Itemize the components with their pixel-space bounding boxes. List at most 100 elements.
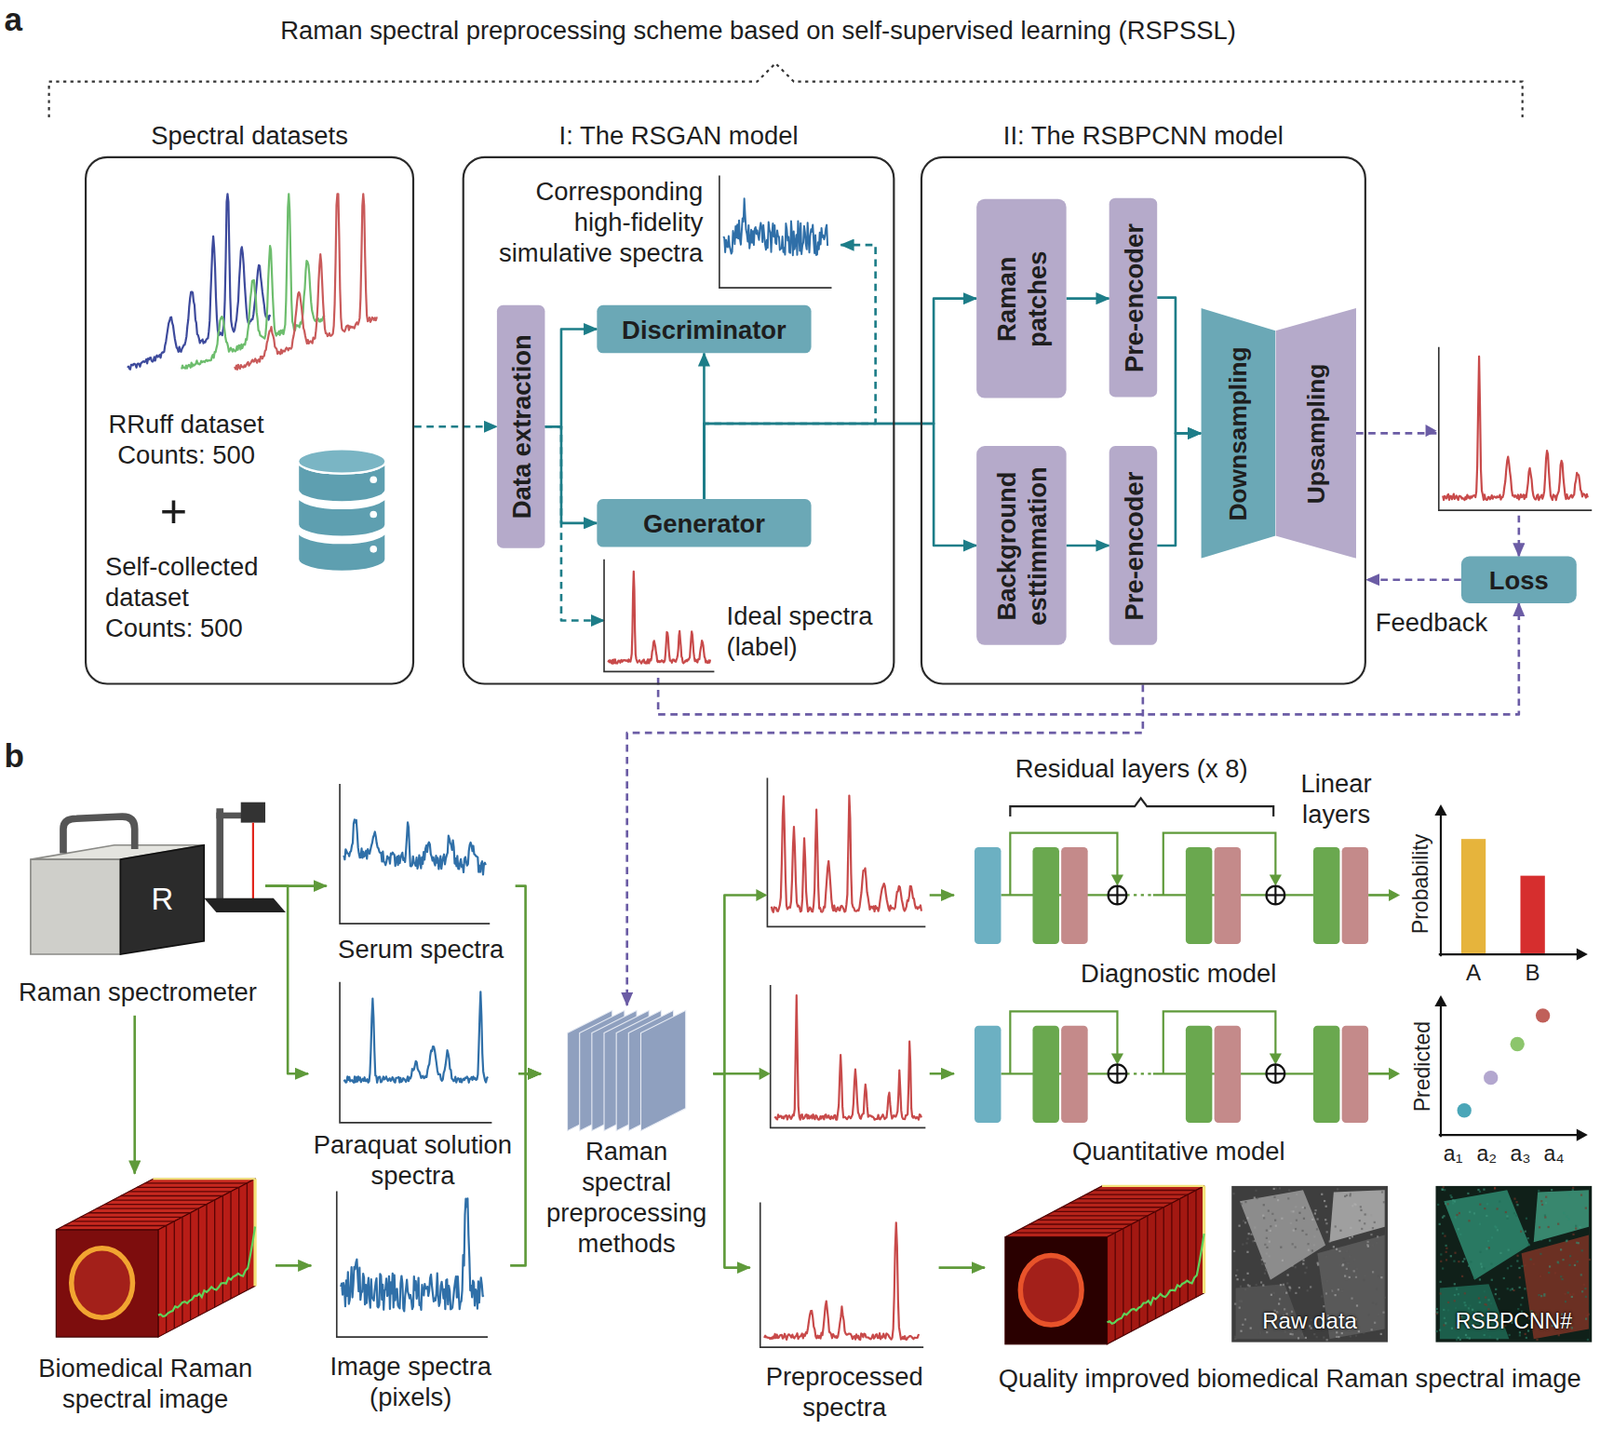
pixel-noise bbox=[1345, 1250, 1348, 1252]
pixel-noise bbox=[1524, 1263, 1527, 1266]
pixel-noise bbox=[1437, 1203, 1439, 1206]
spectrum-line bbox=[343, 819, 485, 874]
pixel-noise bbox=[1480, 1265, 1483, 1268]
pixel-noise bbox=[1543, 1294, 1546, 1297]
pixel-noise bbox=[1439, 1260, 1442, 1263]
pixel-noise bbox=[1466, 1192, 1469, 1195]
pixel-noise bbox=[1291, 1210, 1294, 1212]
process-box: Raman patches bbox=[976, 199, 1066, 399]
pixel-noise bbox=[1373, 1221, 1376, 1224]
pixel-noise bbox=[1562, 1211, 1565, 1214]
pixel-noise bbox=[1279, 1283, 1282, 1286]
connector bbox=[544, 329, 597, 428]
pixel-noise bbox=[1311, 1218, 1314, 1221]
pixel-noise bbox=[1288, 1188, 1291, 1191]
node-label: Diagnostic model bbox=[954, 956, 1403, 988]
cube-slice bbox=[104, 1203, 207, 1205]
pixel-noise bbox=[1251, 1239, 1254, 1242]
pixel-noise bbox=[1246, 1272, 1249, 1275]
node-label: Preprocessed spectra bbox=[750, 1359, 940, 1422]
activation-layer bbox=[1342, 847, 1370, 944]
node-label: Discriminator bbox=[621, 313, 787, 345]
connector bbox=[265, 886, 309, 1075]
pixel-noise bbox=[1383, 1200, 1385, 1203]
connector bbox=[627, 685, 1143, 1006]
net-link bbox=[1126, 1072, 1154, 1075]
pixel-noise bbox=[1375, 1287, 1378, 1290]
cell-ring bbox=[1020, 1254, 1082, 1325]
node-label: Raman spectrometer bbox=[10, 976, 266, 1008]
cube-slice bbox=[189, 1212, 191, 1320]
node-label: Self-collected dataset Counts: 500 bbox=[105, 551, 274, 644]
activation-layer bbox=[1214, 847, 1242, 944]
pixel-noise bbox=[1268, 1254, 1271, 1257]
database-light bbox=[369, 545, 377, 553]
pixel-noise bbox=[1306, 1289, 1309, 1291]
spectrum-line bbox=[340, 1197, 484, 1311]
pixel-noise bbox=[1370, 1233, 1372, 1236]
pixel-noise bbox=[1320, 1193, 1323, 1196]
pixel-noise bbox=[1274, 1219, 1277, 1222]
pixel-noise bbox=[1449, 1194, 1452, 1197]
pixel-noise bbox=[1244, 1221, 1247, 1224]
bracket bbox=[1009, 797, 1274, 817]
panel-letter: b bbox=[3, 737, 24, 777]
chart-axis bbox=[1439, 1005, 1442, 1137]
panel-heading: II: The RSBPCNN model bbox=[922, 119, 1365, 150]
pixel-noise bbox=[1297, 1336, 1300, 1339]
plot-axes bbox=[760, 1201, 924, 1347]
node-label: Upsampling bbox=[1301, 363, 1332, 504]
pixel-noise bbox=[1441, 1266, 1444, 1269]
model-node: Quantitative model bbox=[954, 1015, 1404, 1173]
node-label: Raman spectral preprocessing methods bbox=[540, 1135, 713, 1259]
pixel-noise bbox=[1479, 1263, 1482, 1265]
pixel-noise bbox=[1462, 1260, 1465, 1263]
cube-slice bbox=[1179, 1198, 1181, 1306]
pixel-noise bbox=[1290, 1222, 1292, 1224]
cube-slice bbox=[128, 1190, 231, 1192]
cube-slice bbox=[238, 1186, 240, 1294]
pixel-noise bbox=[1496, 1337, 1499, 1340]
spectrum-line bbox=[343, 991, 488, 1082]
pixel-noise bbox=[1544, 1215, 1547, 1218]
pixel-noise bbox=[1356, 1267, 1358, 1270]
pixel-noise bbox=[1576, 1260, 1579, 1263]
pixel-noise bbox=[1363, 1222, 1366, 1224]
chart-axis bbox=[1438, 1133, 1578, 1136]
pixel-noise bbox=[1442, 1308, 1445, 1311]
pixel-noise bbox=[1265, 1229, 1268, 1232]
pixel-noise bbox=[1571, 1295, 1574, 1298]
pixel-noise bbox=[1346, 1262, 1349, 1264]
pixel-noise bbox=[1524, 1332, 1527, 1335]
cube-slice bbox=[174, 1221, 175, 1329]
arrowhead bbox=[1576, 1129, 1588, 1142]
cube-slice bbox=[246, 1183, 248, 1291]
pixel-noise bbox=[1294, 1245, 1297, 1248]
sum-symbol bbox=[1274, 886, 1277, 905]
pixel-noise bbox=[1304, 1233, 1307, 1236]
pixel-noise bbox=[1565, 1239, 1568, 1242]
process-box: Loss bbox=[1461, 555, 1577, 603]
node-label: Raman patches bbox=[991, 237, 1053, 361]
node-label: Quality improved biomedical Raman spectr… bbox=[984, 1362, 1596, 1394]
pixel-noise bbox=[1581, 1249, 1584, 1251]
pixel-noise bbox=[1373, 1321, 1376, 1324]
pixel-noise bbox=[1463, 1301, 1466, 1304]
connector bbox=[703, 244, 875, 499]
annotation: Predicted bbox=[1409, 1021, 1436, 1112]
pixel-noise bbox=[1436, 1307, 1439, 1310]
node-label: Image spectra (pixels) bbox=[310, 1349, 511, 1412]
spectrum-line bbox=[771, 795, 922, 913]
pixel-noise bbox=[1564, 1300, 1567, 1303]
pixel-noise bbox=[1438, 1329, 1441, 1332]
pixel-noise bbox=[1259, 1330, 1262, 1332]
cube-slice bbox=[72, 1220, 175, 1222]
pixel-noise bbox=[1453, 1199, 1456, 1202]
pixel-noise bbox=[1239, 1285, 1242, 1288]
method-stack: Raman spectral preprocessing methods bbox=[540, 1005, 713, 1263]
pixel-noise bbox=[1348, 1276, 1351, 1278]
pixel-noise bbox=[1507, 1249, 1510, 1251]
panel-heading: I: The RSGAN model bbox=[464, 119, 893, 150]
pixel-noise bbox=[1447, 1202, 1450, 1205]
plot-axes bbox=[719, 175, 833, 289]
